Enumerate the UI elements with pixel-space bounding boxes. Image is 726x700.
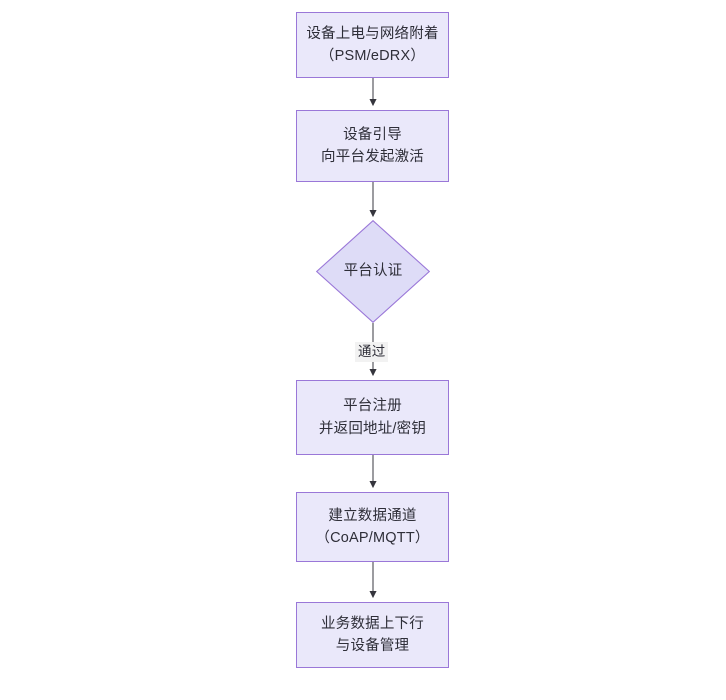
node-service-data-and-device-management[interactable]: 业务数据上下行 与设备管理 [296, 602, 449, 668]
node-power-on-network-attach-line-2: （PSM/eDRX） [319, 48, 426, 64]
node-establish-data-channel-line-2: （CoAP/MQTT） [315, 530, 430, 546]
node-platform-authentication[interactable]: 平台认证 [316, 220, 430, 323]
node-platform-registration-line-1: 平台注册 [343, 398, 402, 415]
node-establish-data-channel-line-1: 建立数据通道 [328, 507, 417, 524]
node-power-on-network-attach[interactable]: 设备上电与网络附着 （PSM/eDRX） [296, 12, 449, 78]
node-service-data-and-device-management-line-1: 业务数据上下行 [321, 615, 424, 632]
node-power-on-network-attach-line-1: 设备上电与网络附着 [306, 25, 439, 42]
edge-label-pass: 通过 [355, 342, 389, 362]
diamond-shape [316, 220, 430, 323]
node-establish-data-channel[interactable]: 建立数据通道 （CoAP/MQTT） [296, 492, 449, 562]
node-device-bootstrap-activation-line-1: 设备引导 [343, 126, 402, 143]
node-device-bootstrap-activation[interactable]: 设备引导 向平台发起激活 [296, 110, 449, 182]
node-platform-registration-line-2: 并返回地址/密钥 [318, 420, 427, 437]
node-platform-registration[interactable]: 平台注册 并返回地址/密钥 [296, 380, 449, 455]
node-platform-authentication-label: 平台认证 [343, 263, 403, 280]
node-device-bootstrap-activation-line-2: 向平台发起激活 [321, 149, 424, 165]
node-service-data-and-device-management-line-2: 与设备管理 [335, 638, 410, 654]
